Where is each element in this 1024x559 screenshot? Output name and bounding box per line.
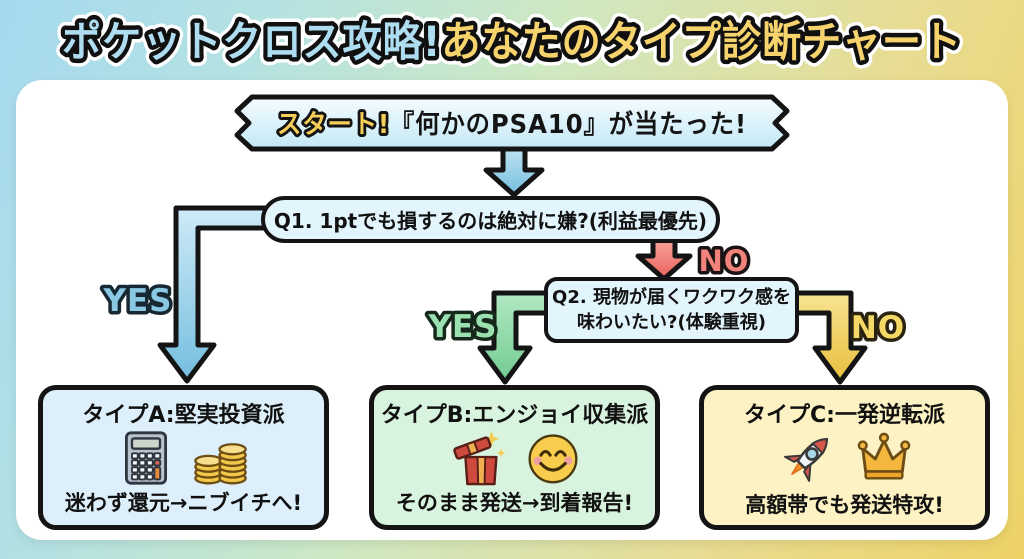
type-c-action: 高額帯でも発送特攻!	[745, 493, 944, 517]
page-title: ポケットクロス攻略!あなたのタイプ診断チャート	[62, 17, 962, 66]
type-a-card: タイプA:堅実投資派 迷わず還元→ニブイチへ!	[38, 385, 329, 530]
page-title-outline: ポケットクロス攻略!あなたのタイプ診断チャート	[62, 17, 962, 66]
type-b-action: そのまま発送→到着報告!	[395, 491, 634, 515]
question-1-text: Q1. 1ptでも損するのは絶対に嫌?(利益最優先)	[273, 209, 708, 233]
question-2-box: Q2. 現物が届くワクワク感を 味わいたい?(体験重視)	[544, 277, 799, 343]
calculator-icon	[124, 431, 167, 485]
rocket-icon	[783, 437, 828, 482]
question-1-box: Q1. 1ptでも損するのは絶対に嫌?(利益最優先)	[261, 196, 720, 243]
type-b-card: タイプB:エンジョイ収集派 そのまま発送→到着報告!	[369, 385, 660, 530]
coins-icon	[193, 443, 247, 485]
type-a-title: タイプA:堅実投資派	[82, 403, 285, 428]
type-c-title: タイプC:一発逆転派	[744, 403, 945, 428]
type-a-action: 迷わず還元→ニブイチへ!	[64, 491, 303, 515]
question-2-text-line2: 味わいたい?(体験重視)	[577, 312, 766, 333]
gift-icon	[452, 430, 506, 486]
type-c-card: タイプC:一発逆転派 高額帯でも発送特攻!	[699, 385, 990, 530]
smiley-icon	[528, 434, 577, 484]
question-2-text-line1: Q2. 現物が届くワクワク感を	[552, 286, 791, 308]
type-b-title: タイプB:エンジョイ収集派	[380, 403, 649, 428]
crown-icon	[857, 432, 910, 480]
